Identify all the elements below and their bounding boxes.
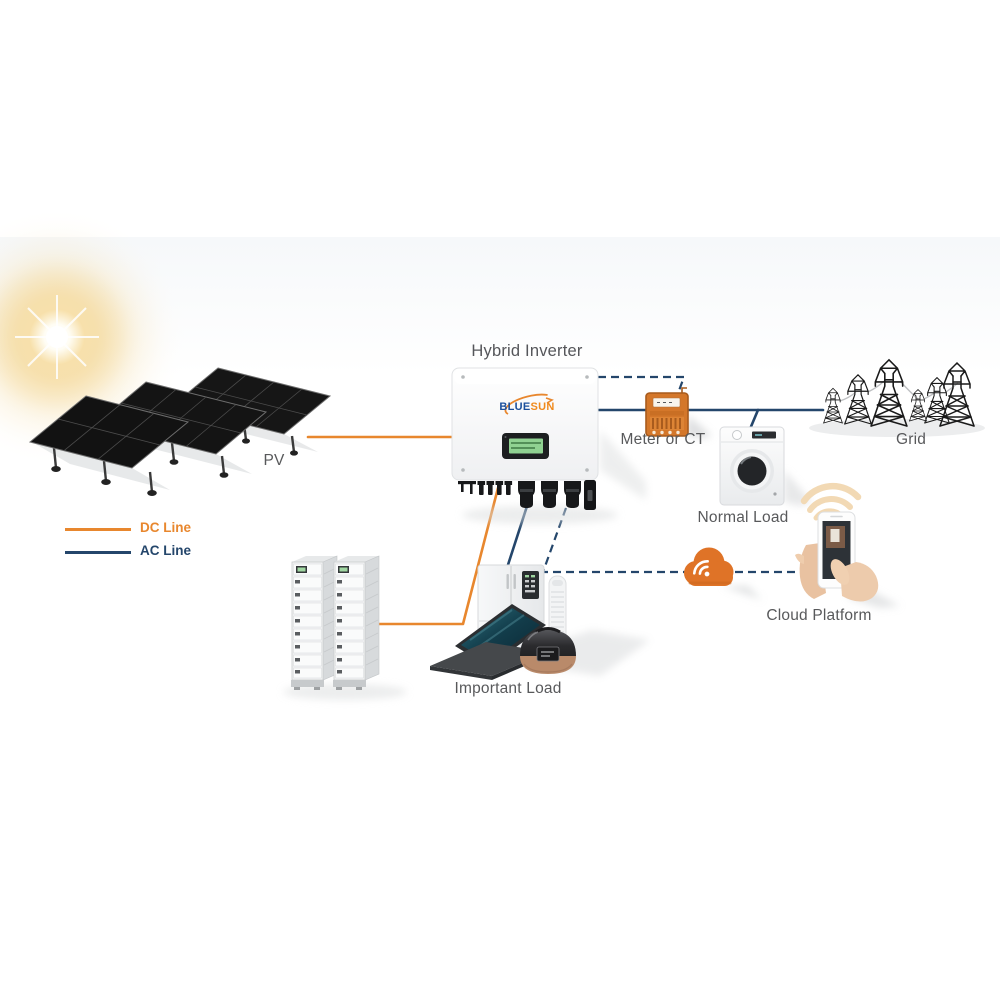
battery-cabinet-left (291, 555, 338, 690)
ac-line-swatch (65, 551, 131, 554)
normal-load-label: Normal Load (697, 509, 789, 526)
washing-machine-icon (719, 426, 812, 506)
cloud-platform-label: Cloud Platform (766, 607, 872, 624)
inverter-brand-logo: BLUESUN (499, 401, 554, 413)
solar-array-icon (28, 367, 332, 496)
cloud-wifi-icon (692, 559, 710, 577)
pv-row-middle (94, 381, 268, 455)
comm-line-inverter-to-meter (598, 375, 686, 397)
dc-lines (306, 435, 500, 626)
meter-label: Meter or CT (620, 431, 706, 448)
pylon-medium-1 (844, 374, 872, 425)
dc-line-battery-to-inverter (372, 486, 500, 626)
important-load-icon (430, 564, 650, 680)
grid-label: Grid (895, 431, 927, 448)
inverter-icon (451, 367, 646, 524)
pv-row-front (28, 395, 190, 469)
ac-line-tap-washer (748, 408, 760, 431)
brand-swoosh-icon (504, 393, 556, 415)
pylon-small-1 (823, 387, 843, 424)
brand-orange-text: SUN (530, 401, 555, 413)
grid-icon (809, 358, 985, 437)
phone-in-hands-icon (795, 482, 900, 608)
battery-rack-icon (283, 555, 407, 700)
cloud-icon (684, 547, 762, 600)
inverter-connectors (458, 480, 596, 510)
laptop-icon (430, 604, 548, 680)
inverter-title: Hybrid Inverter (471, 342, 583, 360)
battery-cabinet-right (333, 555, 380, 690)
pylon-small-2 (909, 388, 927, 422)
meter-icon (645, 387, 712, 438)
important-load-label: Important Load (454, 680, 562, 697)
dc-line-legend-label: DC Line (140, 520, 192, 535)
pv-label: PV (263, 452, 285, 469)
rice-cooker-icon (520, 627, 576, 674)
ac-line-legend-label: AC Line (140, 543, 192, 558)
pylon-large-1 (870, 358, 908, 427)
pylon-large-2 (939, 361, 975, 427)
dc-line-swatch (65, 528, 131, 531)
brand-blue-text: BLUE (499, 401, 531, 413)
inverter-display (502, 433, 549, 459)
